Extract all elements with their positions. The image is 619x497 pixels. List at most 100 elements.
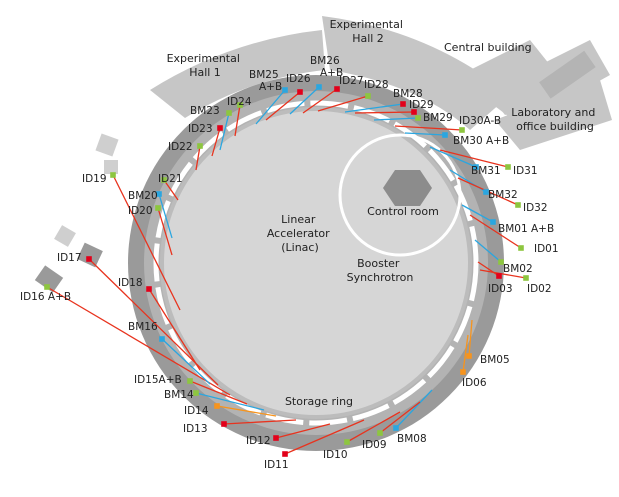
bl-id29-beam xyxy=(354,111,415,114)
bl-id16-label: ID16 A+B xyxy=(20,291,71,303)
bl-id26-beam xyxy=(265,91,301,121)
bl-bm02-beam xyxy=(474,239,502,263)
bl-id10-beam xyxy=(346,411,401,443)
bl-id20-beam xyxy=(157,207,173,256)
bl-id15-label-main: ID15A+B xyxy=(134,374,182,386)
bl-bm16-label-main: BM16 xyxy=(128,321,158,333)
bl-id28-beam xyxy=(317,95,369,112)
outbuilding-id19-a xyxy=(95,133,119,157)
bl-id09-beam xyxy=(379,401,421,434)
bl-bm16-marker xyxy=(159,336,165,342)
bl-id03-beam xyxy=(477,261,500,277)
bl-id27-label: ID27 xyxy=(339,75,364,87)
bl-bm26-marker xyxy=(316,84,322,90)
lab-office-label: Laboratory and office building xyxy=(511,106,599,133)
bl-id06-marker xyxy=(460,369,466,375)
bl-bm05-beam xyxy=(468,319,473,357)
bl-id18-marker xyxy=(146,286,152,292)
bl-id20-label: ID20 xyxy=(128,205,153,217)
bl-bm08-label: BM08 xyxy=(397,433,427,445)
bl-id30-beam xyxy=(394,125,463,131)
bl-bm05-label: BM05 xyxy=(480,354,510,366)
bl-id26-label: ID26 xyxy=(286,73,311,85)
bl-id01-beam xyxy=(469,214,522,249)
bl-id10-label-main: ID10 xyxy=(323,449,348,461)
exp-hall-2-line2: Hall 2 xyxy=(352,32,384,45)
bl-bm30-label-main: BM30 A+B xyxy=(453,135,509,147)
bl-id15-label: ID15A+B xyxy=(134,374,182,386)
bl-id10-label: ID10 xyxy=(323,449,348,461)
bl-id17-label-main: ID17 xyxy=(57,252,82,264)
bl-id11-marker xyxy=(282,451,288,457)
bl-id31-label: ID31 xyxy=(513,165,538,177)
bl-id03-label: ID03 xyxy=(488,283,513,295)
bl-id32-label-main: ID32 xyxy=(523,202,548,214)
bl-bm28-marker xyxy=(400,101,406,107)
bl-id06-label-main: ID06 xyxy=(462,377,487,389)
bl-id12-label: ID12 xyxy=(246,435,271,447)
bl-bm26-label-main: BM26 xyxy=(310,55,340,67)
bl-bm14-label-main: BM14 xyxy=(164,389,194,401)
experimental-hall-1-building xyxy=(150,30,325,118)
bl-id26-label-main: ID26 xyxy=(286,73,311,85)
exp-hall-1-line2: Hall 1 xyxy=(189,66,221,79)
control-room-label: Control room xyxy=(367,205,439,218)
bl-bm30-marker xyxy=(442,132,448,138)
bl-id19-marker xyxy=(110,172,116,178)
bl-bm31-label: BM31 xyxy=(471,165,501,177)
bl-id31-beam xyxy=(439,149,509,168)
bl-id19-label: ID19 xyxy=(82,173,107,185)
linac-line2: Accelerator xyxy=(267,227,330,240)
bl-id12-beam xyxy=(275,423,331,439)
bl-bm26-label-sub: A+B xyxy=(320,67,343,79)
bl-id19-beam xyxy=(112,174,181,311)
bl-bm25-label-main: BM25 xyxy=(249,69,279,81)
bl-bm29-marker xyxy=(415,115,421,121)
outbuilding-id17-b xyxy=(77,242,103,268)
bl-id02-label-main: ID02 xyxy=(527,283,552,295)
bl-id12-marker xyxy=(273,435,279,441)
bl-id31-marker xyxy=(505,164,511,170)
bl-id26-marker xyxy=(297,89,303,95)
bl-id18-beam xyxy=(148,288,201,371)
bl-bm29-beam xyxy=(373,117,419,121)
bl-id28-label-main: ID28 xyxy=(364,79,389,91)
bl-id13-label: ID13 xyxy=(183,423,208,435)
exp-hall-2-line1: Experimental xyxy=(330,18,403,31)
bl-bm16-label: BM16 xyxy=(128,321,158,333)
bl-bm28-label: BM28 xyxy=(393,88,423,100)
bl-id21-marker xyxy=(161,177,167,183)
outbuilding-id17-a xyxy=(54,225,76,247)
bl-id09-marker xyxy=(377,430,383,436)
bl-id17-label: ID17 xyxy=(57,252,82,264)
bl-bm20-beam xyxy=(158,193,173,239)
bl-id23-label: ID23 xyxy=(188,123,213,135)
buildings-layer xyxy=(34,16,612,293)
bl-id09-label-main: ID09 xyxy=(362,439,387,451)
bl-id01-label-main: ID01 xyxy=(534,243,559,255)
bl-bm23-label: BM23 xyxy=(190,105,220,117)
bl-id22-label-main: ID22 xyxy=(168,141,193,153)
lab-office-building xyxy=(495,80,612,150)
bl-id03-label-main: ID03 xyxy=(488,283,513,295)
bl-bm25-beam xyxy=(255,89,286,125)
bl-bm05-label-main: BM05 xyxy=(480,354,510,366)
bl-bm31-beam xyxy=(429,146,477,168)
bl-id02-marker xyxy=(523,275,529,281)
bl-bm26-beam xyxy=(289,86,320,115)
bl-id32-marker xyxy=(515,202,521,208)
bl-id14-beam xyxy=(216,405,277,417)
exp-hall-1-line1: Experimental xyxy=(167,52,240,65)
bl-id17-marker xyxy=(86,256,92,262)
bl-id16-label-main: ID16 A+B xyxy=(20,291,71,303)
bl-bm01-marker xyxy=(490,219,496,225)
bl-id12-label-main: ID12 xyxy=(246,435,271,447)
bl-bm01-label: BM01 A+B xyxy=(498,223,554,235)
bl-id24-marker xyxy=(237,102,243,108)
bl-bm02-marker xyxy=(498,259,504,265)
bl-id29-marker xyxy=(411,109,417,115)
bl-id30-marker xyxy=(459,127,465,133)
bl-id29-label-main: ID29 xyxy=(409,99,434,111)
bl-id23-label-main: ID23 xyxy=(188,123,213,135)
